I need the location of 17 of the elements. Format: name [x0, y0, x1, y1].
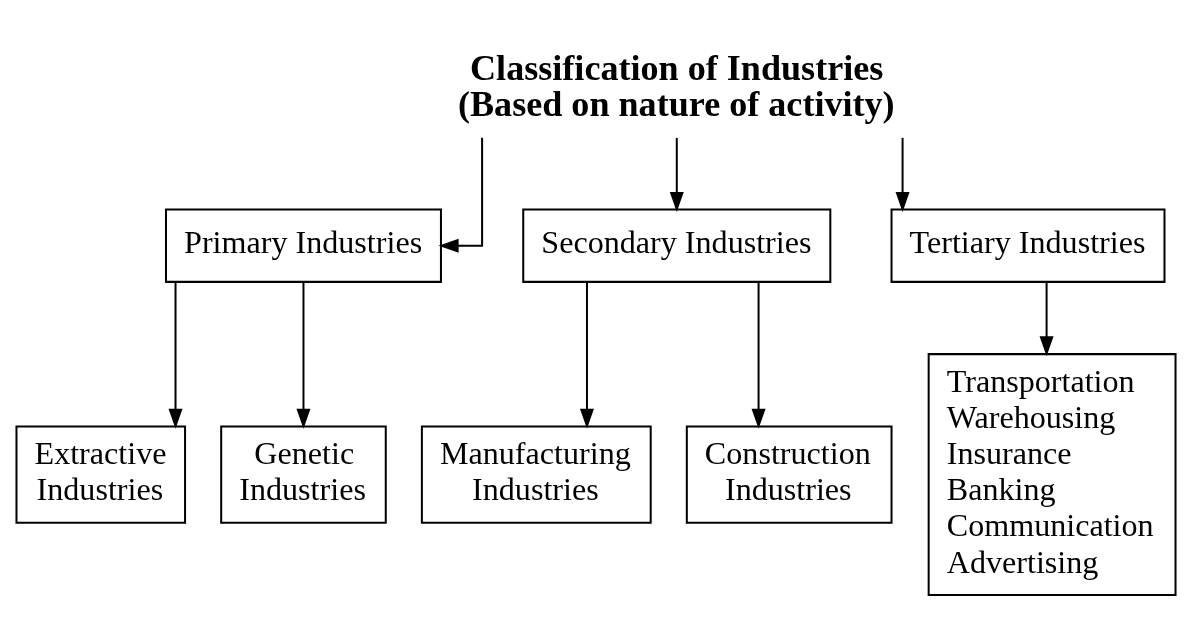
- arrow: [579, 282, 594, 429]
- node-box: Construction Industries: [685, 425, 893, 524]
- node-box: Manufacturing Industries: [420, 425, 652, 524]
- node-box: Extractive Industries: [15, 425, 187, 524]
- node-box: Genetic Industries: [220, 425, 387, 524]
- node-box: Tertiary Industries: [890, 208, 1166, 283]
- arrow: [168, 282, 183, 429]
- node-text: Classification of Industries (Based on nature of activity): [458, 47, 895, 125]
- node-box: Primary Industries: [165, 208, 442, 283]
- arrow: [1039, 282, 1054, 357]
- arrow: [438, 137, 484, 253]
- node-box: Secondary Industries: [522, 208, 832, 283]
- arrow: [669, 137, 684, 213]
- arrow: [751, 282, 766, 429]
- arrow: [895, 137, 910, 213]
- node-box: Transportation Warehousing Insurance Banking Communication Advertising: [927, 353, 1177, 596]
- arrow: [296, 282, 311, 429]
